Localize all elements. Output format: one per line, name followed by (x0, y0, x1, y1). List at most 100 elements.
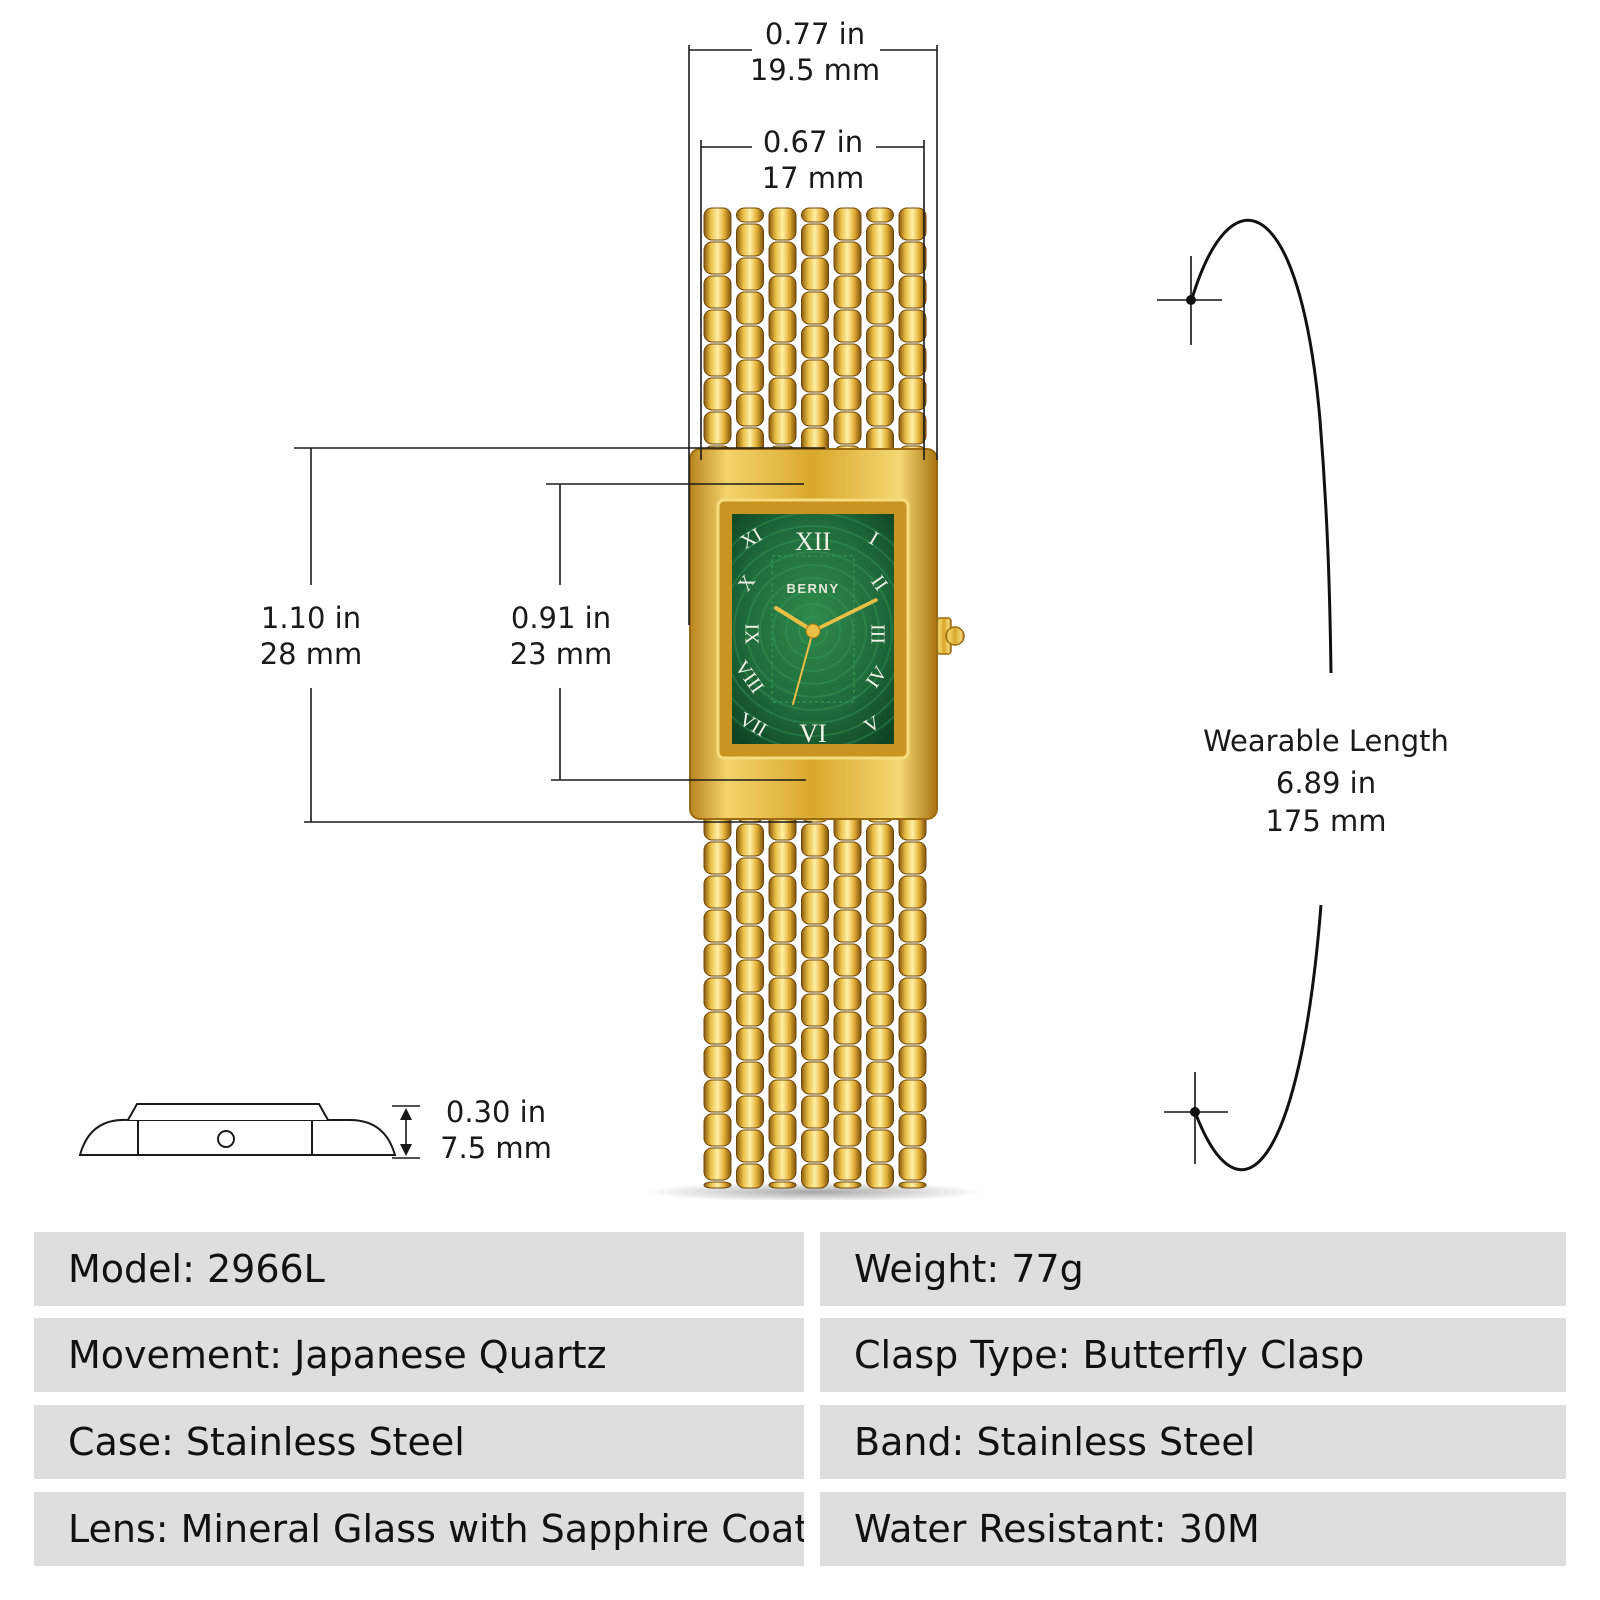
bracelet-link (833, 275, 862, 309)
bracelet-link (801, 1061, 829, 1095)
bracelet-link (833, 241, 862, 275)
bracelet-link (801, 959, 829, 993)
bracelet-link (703, 377, 732, 411)
bracelet-link (768, 1113, 797, 1147)
bracelet-link (703, 841, 732, 875)
dimension-lines (294, 45, 938, 1159)
bracelet-link (866, 1027, 894, 1061)
bracelet-link (833, 343, 862, 377)
bracelet-link (703, 1045, 732, 1079)
dial-guilloche-ring (708, 526, 918, 736)
bracelet-link (833, 309, 862, 343)
bracelet-link (801, 393, 829, 427)
bracelet-link (898, 411, 927, 445)
numeral-VI: VI (799, 719, 826, 748)
bracelet-link (833, 1045, 862, 1079)
bracelet-link (866, 257, 894, 291)
bracelet-link (703, 909, 732, 943)
case-width-mm: 19.5 mm (749, 53, 881, 87)
bracelet-link (801, 1027, 829, 1061)
bracelet-link (866, 207, 894, 223)
dial-guilloche-ring (721, 539, 905, 723)
bracelet-link (768, 875, 797, 909)
bracelet-link (833, 1079, 862, 1113)
bracelet-link (898, 943, 927, 977)
bracelet-link (801, 223, 829, 257)
bracelet-link (801, 359, 829, 393)
spec-lens: Lens: Mineral Glass with Sapphire Coatin… (34, 1492, 804, 1566)
bracelet-link (898, 275, 927, 309)
bracelet-link (736, 891, 764, 925)
bracelet-link (866, 1163, 894, 1189)
bracelet-link (703, 1181, 732, 1189)
bracelet-link (703, 875, 732, 909)
bracelet-link (736, 291, 764, 325)
bracelet-link (736, 857, 764, 891)
spec-band: Band: Stainless Steel (820, 1405, 1566, 1479)
bracelet-link (833, 1147, 862, 1181)
bracelet-link (801, 291, 829, 325)
case-width-in: 0.77 in (764, 17, 866, 51)
bracelet-link (898, 343, 927, 377)
bracelet-link (898, 977, 927, 1011)
bracelet-link (703, 343, 732, 377)
bracelet-link (801, 257, 829, 291)
bracelet-link (898, 377, 927, 411)
bracelet-link (801, 1163, 829, 1189)
bracelet-link (866, 1129, 894, 1163)
bracelet-link (703, 241, 732, 275)
dial-guilloche-ring (799, 617, 827, 645)
numeral-IX: IX (740, 623, 762, 645)
numeral-XII: XII (795, 527, 831, 556)
case-length-label: 1.10 in 28 mm (236, 600, 386, 672)
dial-width-mm: 17 mm (761, 161, 865, 195)
bracelet-link (898, 309, 927, 343)
dial-length-in: 0.91 in (510, 601, 612, 635)
bracelet-link (898, 841, 927, 875)
bracelet-link (801, 925, 829, 959)
dial-length-label: 0.91 in 23 mm (486, 600, 636, 672)
bracelet-link (768, 1079, 797, 1113)
bracelet-link (898, 207, 927, 241)
bracelet-link (703, 1147, 732, 1181)
bracelet-link (833, 1011, 862, 1045)
wearable-length-in: 6.89 in (1275, 766, 1377, 800)
bracelet-link (898, 909, 927, 943)
spec-model: Model: 2966L (34, 1232, 804, 1306)
spec-water-resistant: Water Resistant: 30M (820, 1492, 1566, 1566)
dial-guilloche-ring (786, 604, 840, 658)
numeral-III: III (866, 624, 888, 644)
bracelet-link (833, 875, 862, 909)
bracelet-link (801, 857, 829, 891)
bracelet-link (801, 891, 829, 925)
bracelet-link (768, 1147, 797, 1181)
bracelet-link (736, 393, 764, 427)
bracelet-link (768, 1011, 797, 1045)
bracelet-link (866, 291, 894, 325)
bracelet-link (736, 1061, 764, 1095)
bracelet-link (833, 841, 862, 875)
dial-width-label: 0.67 in 17 mm (728, 124, 898, 196)
bracelet-link (866, 993, 894, 1027)
bracelet-link (703, 1011, 732, 1045)
bracelet-link (866, 891, 894, 925)
bracelet-link (833, 977, 862, 1011)
dial-guilloche-ring (747, 565, 879, 697)
bracelet-link (866, 1061, 894, 1095)
bracelet-link (898, 1113, 927, 1147)
bracelet-link (703, 977, 732, 1011)
bracelet-link (768, 1045, 797, 1079)
bracelet-link (703, 411, 732, 445)
bracelet-link (703, 943, 732, 977)
bracelet-link (866, 223, 894, 257)
bracelet-link (736, 1163, 764, 1189)
spec-clasp-type: Clasp Type: Butterfly Clasp (820, 1318, 1566, 1392)
arc-endpoint-bottom (1190, 1107, 1200, 1117)
bracelet-link (768, 411, 797, 445)
bracelet-link (801, 1129, 829, 1163)
case-length-mm: 28 mm (259, 637, 363, 671)
bracelet-link (833, 1181, 862, 1189)
wearable-length-title: Wearable Length (1203, 724, 1449, 758)
bracelet-link (703, 309, 732, 343)
